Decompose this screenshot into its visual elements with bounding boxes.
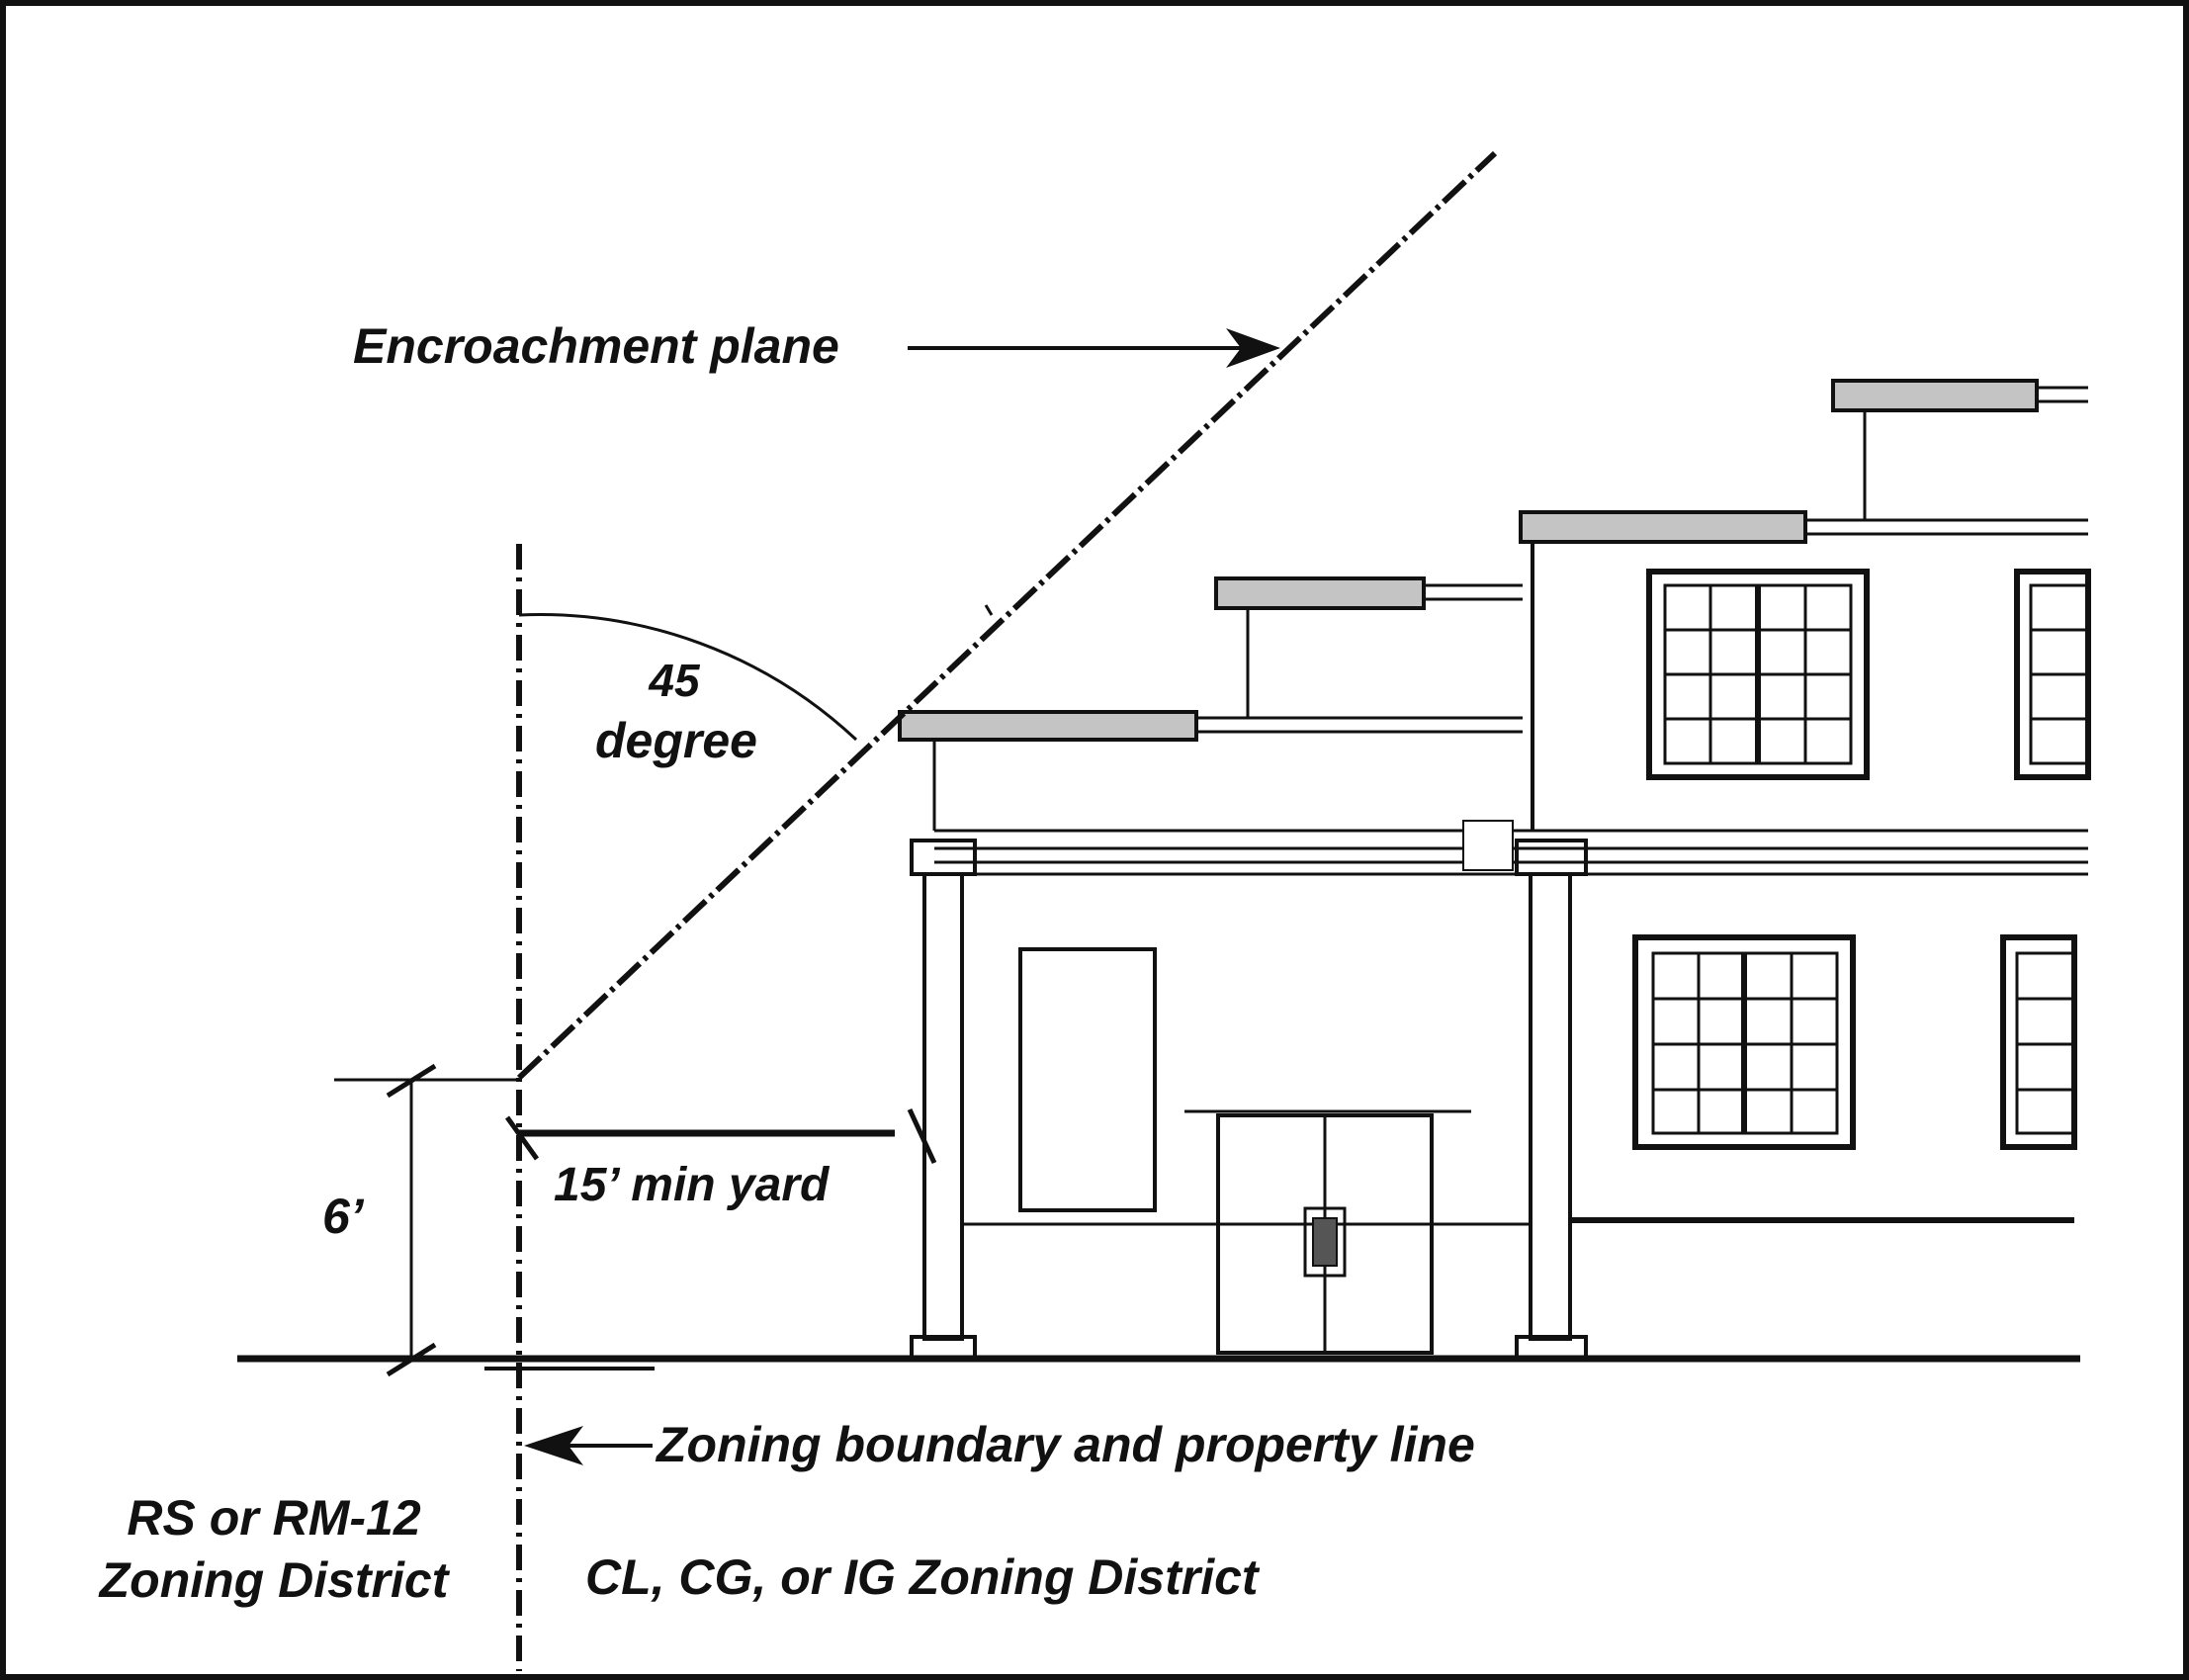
- upper-window-right: [2014, 569, 2091, 780]
- ground-floor-panel: [1018, 947, 1157, 1212]
- boundary-arrow: [524, 1426, 653, 1465]
- angle-value-label: 45: [648, 655, 701, 706]
- small-roof-fascia: [1214, 576, 1426, 610]
- rs-district-line1: RS or RM-12: [127, 1490, 420, 1546]
- building-elevation: [898, 379, 2091, 1361]
- left-column: [910, 839, 977, 1361]
- encroachment-arrow: [908, 328, 1280, 368]
- height-dimension: [334, 1063, 655, 1377]
- yard-label: 15’ min yard: [554, 1159, 831, 1211]
- encroachment-plane-line: [516, 150, 1498, 1081]
- lower-window-left: [1632, 934, 1856, 1150]
- lower-window-right: [2000, 934, 2077, 1150]
- angle-unit-label: degree: [595, 713, 757, 768]
- height-label: 6’: [322, 1189, 365, 1244]
- encroachment-plane-label: Encroachment plane: [353, 318, 839, 374]
- upper-window-left: [1646, 569, 1870, 780]
- double-door: [1184, 1109, 1471, 1355]
- boundary-label: Zoning boundary and property line: [655, 1417, 1475, 1472]
- rs-district-line2: Zoning District: [98, 1552, 451, 1608]
- angle-arc: [518, 613, 858, 742]
- upper-roof-fascia: [1519, 510, 1807, 544]
- right-column: [1515, 839, 1588, 1361]
- commercial-district-label: CL, CG, or IG Zoning District: [585, 1549, 1261, 1605]
- yard-dimension: [504, 1107, 937, 1165]
- top-roof-fascia: [1831, 379, 2039, 412]
- lower-roof-fascia: [898, 710, 1198, 742]
